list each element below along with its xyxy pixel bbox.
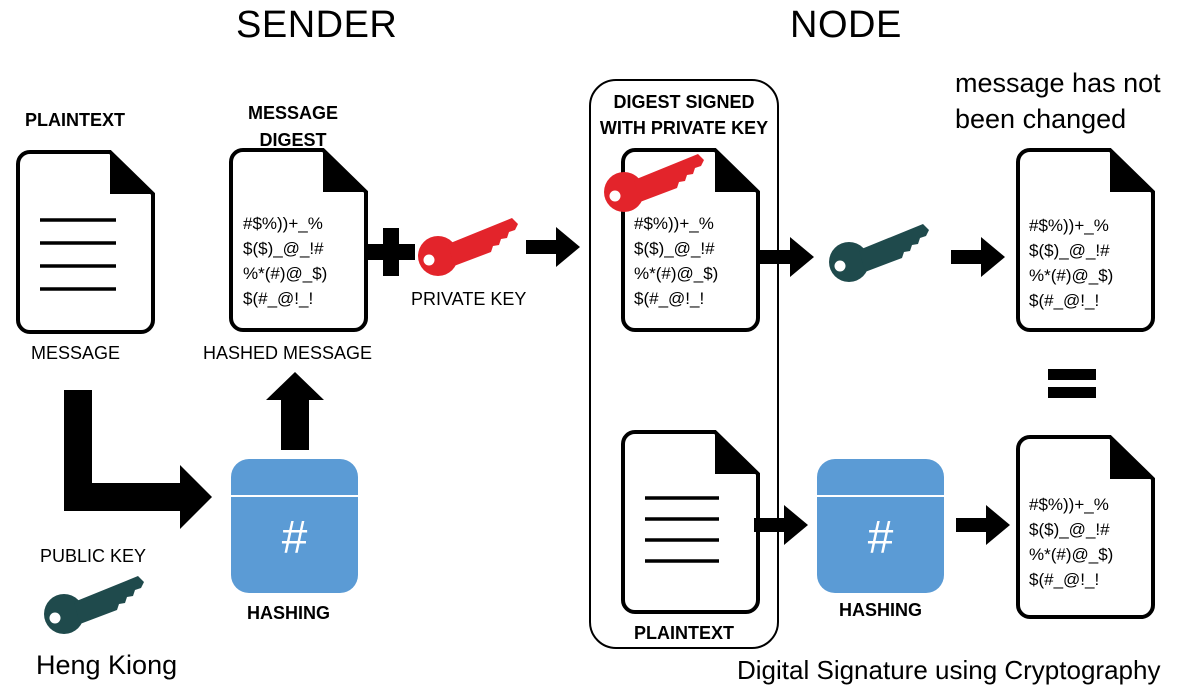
up-arrow-icon xyxy=(266,372,324,450)
node-plaintext-label: PLAINTEXT xyxy=(633,623,734,643)
node-hashing-label: HASHING xyxy=(838,600,922,620)
signed-hash-text: #$%))+_%$($)_@_!#%*(#)@_$)$(#_@!_! xyxy=(634,214,719,308)
author-label: Heng Kiong xyxy=(36,650,178,680)
message-digest-label-line1: MESSAGE xyxy=(247,103,339,123)
message-not-changed-line2: been changed xyxy=(955,104,1127,134)
plaintext-label: PLAINTEXT xyxy=(25,110,126,130)
plus-icon xyxy=(367,228,415,276)
hashed-message-label: HASHED MESSAGE xyxy=(203,343,373,363)
digest-signed-label-line2: WITH PRIVATE KEY xyxy=(599,118,769,138)
message-label: MESSAGE xyxy=(31,343,121,363)
received-plaintext-document-icon xyxy=(621,430,760,614)
sender-hashing-label: HASHING xyxy=(246,603,330,623)
public-key-label: PUBLIC KEY xyxy=(40,546,147,566)
arrow-icon xyxy=(754,505,808,545)
sender-hashing-box-icon xyxy=(231,459,358,593)
received-plaintext-lines xyxy=(645,496,719,563)
digest-signed-label-line1: DIGEST SIGNED xyxy=(613,92,755,112)
node-hash-symbol: # xyxy=(867,511,894,563)
private-key-label: PRIVATE KEY xyxy=(411,289,527,309)
digest-hash-text: #$%))+_%$($)_@_!#%*(#)@_$)$(#_@!_! xyxy=(243,214,328,308)
arrow-icon xyxy=(526,227,580,267)
node-hashing-box-icon xyxy=(817,459,944,593)
diagram-caption: Digital Signature using Cryptography xyxy=(737,655,1161,685)
sender-section-title: SENDER xyxy=(236,4,398,46)
node-section-title: NODE xyxy=(790,4,902,46)
private-key-icon xyxy=(418,218,518,276)
node-public-key-icon xyxy=(829,224,929,282)
sender-hash-symbol: # xyxy=(281,511,308,563)
computed-hash-text: #$%))+_%$($)_@_!#%*(#)@_$)$(#_@!_! xyxy=(1029,495,1114,589)
message-digest-label-line2: DIGEST xyxy=(259,130,327,150)
arrow-icon xyxy=(951,237,1005,277)
plaintext-lines xyxy=(40,218,116,291)
arrow-icon xyxy=(760,237,814,277)
equals-icon xyxy=(1048,369,1096,398)
arrow-icon xyxy=(956,505,1010,545)
message-to-hashing-arrow-icon xyxy=(64,390,212,529)
message-not-changed-line1: message has not xyxy=(955,68,1161,98)
signed-digest-group-box xyxy=(589,79,779,649)
public-key-icon xyxy=(44,576,144,634)
decrypted-hash-text: #$%))+_%$($)_@_!#%*(#)@_$)$(#_@!_! xyxy=(1029,216,1114,310)
